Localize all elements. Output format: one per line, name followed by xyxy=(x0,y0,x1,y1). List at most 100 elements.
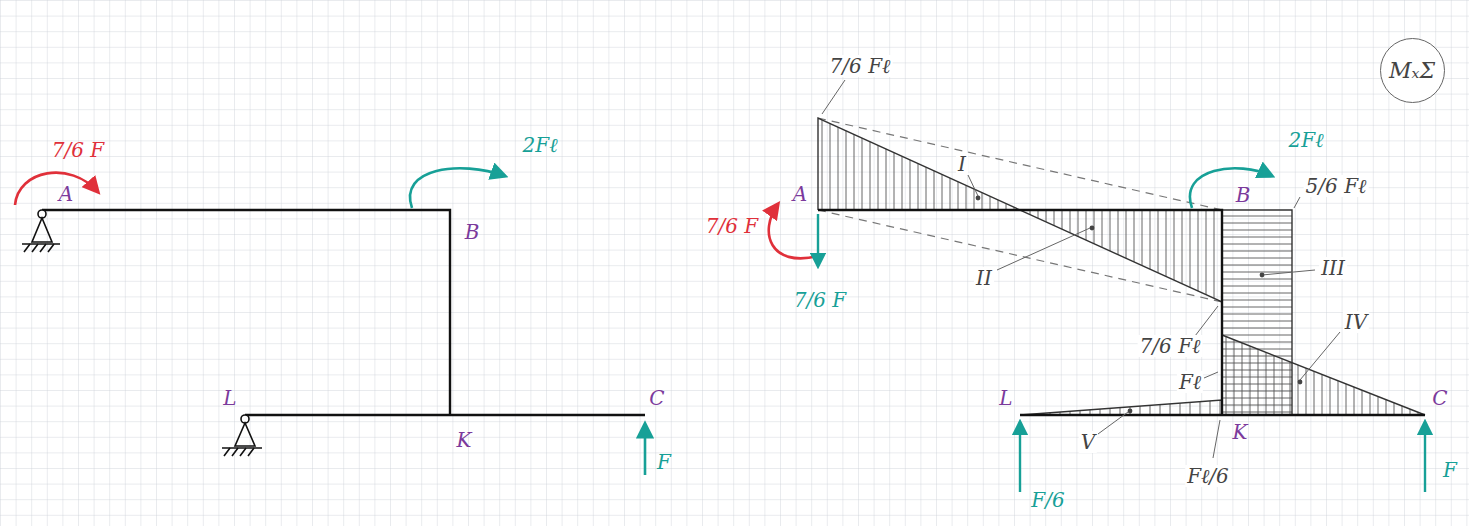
hatch-line xyxy=(1142,210,1143,266)
hatch-line xyxy=(1118,210,1119,255)
hatch-line xyxy=(1290,362,1291,415)
hatch-line xyxy=(1166,210,1167,276)
hatch-line xyxy=(1222,370,1292,371)
hatch-line xyxy=(1378,396,1379,415)
frame-members xyxy=(818,210,1425,415)
moment-value: 7/6 F xyxy=(50,139,106,161)
hatch-line xyxy=(990,196,991,210)
hatch-line xyxy=(1226,337,1227,415)
hatch-line xyxy=(1222,300,1292,301)
hatch-line xyxy=(1222,377,1292,378)
hatch-line xyxy=(1222,384,1292,385)
force-arrow xyxy=(1019,422,1021,492)
hatch-line xyxy=(1110,210,1111,251)
hatch-line xyxy=(1222,412,1292,413)
hatch-line xyxy=(1182,210,1183,284)
hatch-line xyxy=(1078,210,1079,236)
moment-arrow xyxy=(410,168,505,208)
force-arrow xyxy=(817,214,819,266)
hatch-line xyxy=(1222,216,1292,217)
point-name: L xyxy=(221,387,238,409)
hatch-line xyxy=(902,156,903,210)
hatch-line xyxy=(998,200,999,210)
force-value: F/6 xyxy=(1029,489,1066,511)
hatch-line xyxy=(926,167,927,210)
hatch-line xyxy=(1222,258,1292,259)
hatch-line xyxy=(878,145,879,210)
hatch-line xyxy=(1038,210,1039,218)
hatch-line xyxy=(1190,210,1191,287)
diagram-symbol: MₓΣ xyxy=(1389,58,1435,83)
hatch-line xyxy=(1210,401,1211,415)
hatch-line xyxy=(838,127,839,210)
frame-members xyxy=(42,210,645,415)
hatch-line xyxy=(1046,210,1047,222)
hatch-line xyxy=(1222,272,1292,273)
hatch-line xyxy=(1306,368,1307,415)
hatch-line xyxy=(1222,335,1292,336)
hatch-line xyxy=(894,153,895,210)
hatch-line xyxy=(1170,404,1171,415)
diagram-symbol-circle: MₓΣ xyxy=(1380,38,1445,103)
ordinate-value: 7/6 Fℓ xyxy=(1138,335,1203,357)
hatch-line xyxy=(1126,210,1127,258)
force-value: 7/6 F xyxy=(792,289,848,311)
hatch-line xyxy=(862,138,863,210)
hatch-line xyxy=(1102,210,1103,247)
hatch-line xyxy=(1190,402,1191,415)
ordinate-value: Fℓ/6 xyxy=(1185,465,1231,487)
ordinate-value: 7/6 Fℓ xyxy=(828,55,893,77)
hatch-line xyxy=(1386,400,1387,415)
area-number: V xyxy=(1079,431,1097,453)
hatch-line xyxy=(1234,340,1235,415)
pin-support xyxy=(22,210,262,456)
hatch-line xyxy=(870,142,871,210)
hatch-line xyxy=(1362,390,1363,415)
hatch-line xyxy=(1266,352,1267,415)
hatch-line xyxy=(1282,359,1283,415)
hatch-line xyxy=(1222,328,1292,329)
area-number: I xyxy=(956,153,968,175)
diagram-outline xyxy=(818,118,1425,415)
hatch-line xyxy=(1222,356,1292,357)
hatch-line xyxy=(1220,400,1221,415)
hatch-line xyxy=(1222,342,1292,343)
hatch-line xyxy=(1354,387,1355,415)
force-arrow xyxy=(1424,422,1426,492)
hatch-line xyxy=(1222,230,1292,231)
hatch-line xyxy=(1258,349,1259,415)
moment-arrow xyxy=(769,204,818,258)
area-number: III xyxy=(1319,257,1347,279)
hatch-line xyxy=(822,120,823,210)
hatch-line xyxy=(1160,405,1161,415)
hatch-line xyxy=(1150,405,1151,415)
hatch-line xyxy=(1134,210,1135,262)
point-name: B xyxy=(463,221,482,243)
hatch-line xyxy=(1222,265,1292,266)
hatch-line xyxy=(1214,210,1215,298)
leader-dots xyxy=(976,196,1303,414)
hatch-line xyxy=(1274,355,1275,415)
hatch-line xyxy=(1222,391,1292,392)
hatch-line xyxy=(1200,402,1201,415)
hatch-line xyxy=(1338,381,1339,415)
moment-value: 2Fℓ xyxy=(1287,129,1326,151)
force-value: F xyxy=(655,451,673,473)
point-name: B xyxy=(1234,184,1253,206)
point-name: C xyxy=(1430,387,1449,409)
hatch-line xyxy=(1222,251,1292,252)
hatch-line xyxy=(1140,406,1141,415)
area-number: IV xyxy=(1343,311,1369,333)
point-name: A xyxy=(791,183,809,205)
ordinate-value: 5/6 Fℓ xyxy=(1304,175,1369,197)
hatch-line xyxy=(1222,321,1292,322)
hatch-line xyxy=(910,160,911,210)
hatch-line xyxy=(982,193,983,210)
hatch-line xyxy=(1222,237,1292,238)
hatch-line xyxy=(934,171,935,210)
hatch-line xyxy=(1070,210,1071,233)
hatch-line xyxy=(1370,393,1371,415)
point-name: K xyxy=(1231,421,1250,443)
hatch-line xyxy=(854,134,855,210)
